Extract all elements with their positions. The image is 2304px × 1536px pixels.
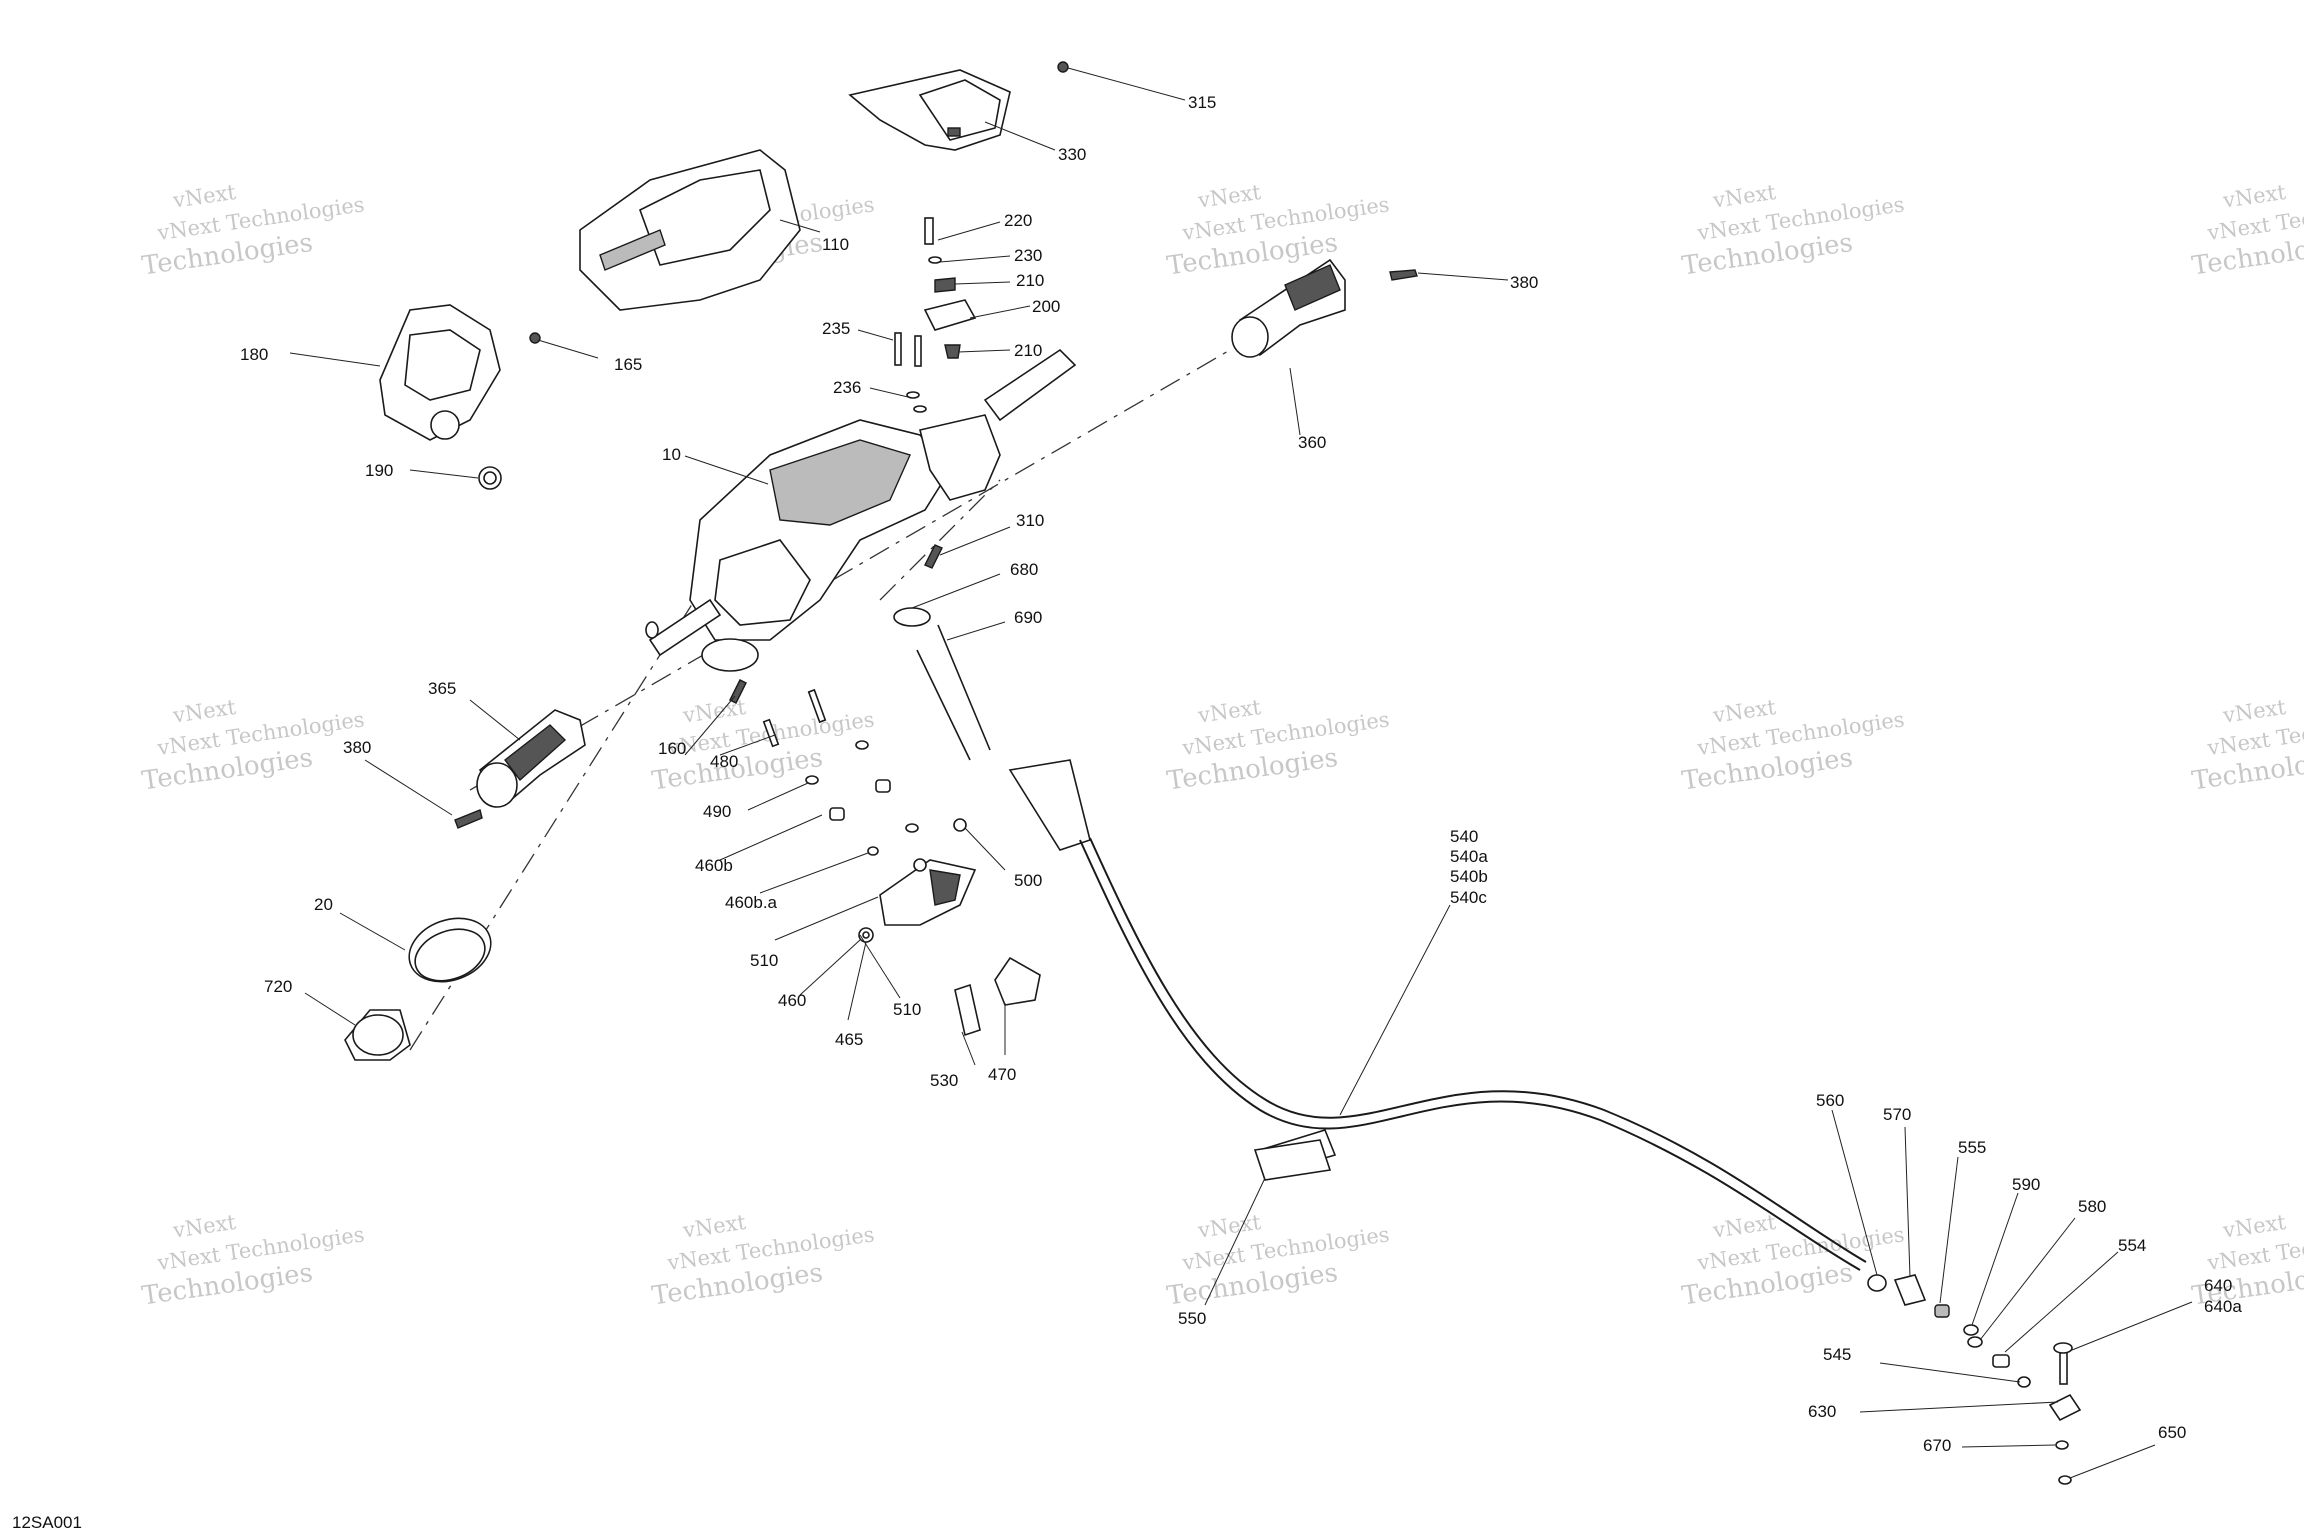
watermark-text: vNext xyxy=(1196,695,1263,728)
label-20: 20 xyxy=(314,895,333,914)
label-465: 465 xyxy=(835,1030,863,1049)
label-555: 555 xyxy=(1958,1138,1986,1157)
watermark-text: vNext xyxy=(681,1210,748,1243)
label-570: 570 xyxy=(1883,1105,1911,1124)
label-510-left: 510 xyxy=(750,951,778,970)
watermark-text: vNext xyxy=(1711,1210,1778,1243)
label-690: 690 xyxy=(1014,608,1042,627)
watermark-text: vNext xyxy=(2221,695,2288,728)
part-330-cover xyxy=(848,61,1069,151)
label-490: 490 xyxy=(703,802,731,821)
label-640a: 640a xyxy=(2204,1297,2242,1316)
diagram-code: 12SA001 xyxy=(12,1513,82,1532)
label-110: 110 xyxy=(822,235,849,254)
watermark-text: vNext xyxy=(2221,180,2288,213)
label-480: 480 xyxy=(710,752,738,771)
label-200: 200 xyxy=(1032,297,1060,316)
label-160: 160 xyxy=(658,739,686,758)
part-680-690 xyxy=(893,607,991,761)
part-550-sleeve xyxy=(1253,1139,1332,1181)
part-10-housing xyxy=(645,348,1077,672)
label-530: 530 xyxy=(930,1071,958,1090)
watermark-text: vNext xyxy=(1711,695,1778,728)
small-parts-middle xyxy=(729,679,1041,1037)
part-110-handguard xyxy=(579,149,801,311)
label-545: 545 xyxy=(1823,1345,1851,1364)
watermark-text: vNext xyxy=(171,180,238,213)
label-460b: 460b xyxy=(695,856,733,875)
watermark-text: vNext xyxy=(1196,180,1263,213)
label-10: 10 xyxy=(662,445,681,464)
cable-end-parts xyxy=(1867,1274,2082,1485)
label-236: 236 xyxy=(833,378,861,397)
part-180-housing xyxy=(379,304,541,490)
part-360-grip xyxy=(1231,258,1418,358)
label-540a: 540a xyxy=(1450,847,1488,866)
label-550: 550 xyxy=(1178,1309,1206,1328)
label-640: 640 xyxy=(2204,1276,2232,1295)
label-330: 330 xyxy=(1058,145,1086,164)
leader-lines xyxy=(289,67,2193,1479)
part-20-720-rings xyxy=(344,917,492,1061)
label-650: 650 xyxy=(2158,1423,2186,1442)
label-470: 470 xyxy=(988,1065,1016,1084)
label-670: 670 xyxy=(1923,1436,1951,1455)
label-315: 315 xyxy=(1188,93,1216,112)
label-180: 180 xyxy=(240,345,268,364)
label-500: 500 xyxy=(1014,871,1042,890)
label-510-right: 510 xyxy=(893,1000,921,1019)
label-580: 580 xyxy=(2078,1197,2106,1216)
watermark-text: vNext xyxy=(1196,1210,1263,1243)
label-165: 165 xyxy=(614,355,642,374)
label-630: 630 xyxy=(1808,1402,1836,1421)
label-380-left: 380 xyxy=(343,738,371,757)
label-210: 210 xyxy=(1016,271,1044,290)
label-360: 360 xyxy=(1298,433,1326,452)
label-554: 554 xyxy=(2118,1236,2146,1255)
label-210b: 210 xyxy=(1014,341,1042,360)
part-labels: 315 330 110 220 230 210 200 210 235 236 … xyxy=(240,93,2242,1455)
watermark-text: vNext xyxy=(1711,180,1778,213)
label-540: 540 xyxy=(1450,827,1478,846)
watermark-text: vNext xyxy=(2221,1210,2288,1243)
label-380-right: 380 xyxy=(1510,273,1538,292)
label-460b-a: 460b.a xyxy=(725,893,778,912)
label-310: 310 xyxy=(1016,511,1044,530)
watermark-text: vNext xyxy=(171,695,238,728)
label-560: 560 xyxy=(1816,1091,1844,1110)
label-230: 230 xyxy=(1014,246,1042,265)
small-parts-top xyxy=(894,217,977,413)
part-365-grip xyxy=(454,709,586,829)
watermark-text: vNext xyxy=(171,1210,238,1243)
part-310-screw xyxy=(924,544,943,569)
label-720: 720 xyxy=(264,977,292,996)
label-540c: 540c xyxy=(1450,888,1487,907)
label-460: 460 xyxy=(778,991,806,1010)
label-365: 365 xyxy=(428,679,456,698)
label-190: 190 xyxy=(365,461,393,480)
label-235: 235 xyxy=(822,319,850,338)
throttle-cable xyxy=(1008,759,1867,1271)
label-540b: 540b xyxy=(1450,867,1488,886)
label-680: 680 xyxy=(1010,560,1038,579)
label-220: 220 xyxy=(1004,211,1032,230)
label-590: 590 xyxy=(2012,1175,2040,1194)
